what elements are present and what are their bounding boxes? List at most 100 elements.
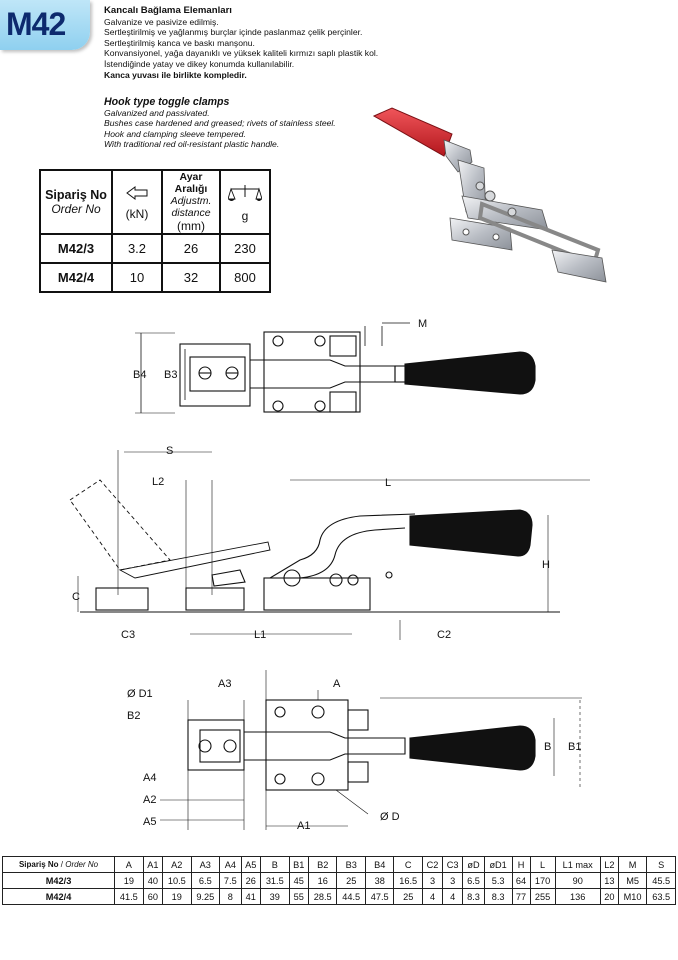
- dims-cell: 7.5: [219, 872, 242, 889]
- spec-header-order-tr: Sipariş No: [45, 188, 107, 202]
- model-badge: M42: [0, 0, 90, 50]
- dimensions-table: Sipariş No / Order No A A1 A2 A3 A4 A5 B…: [1, 856, 676, 905]
- dim-label-a4: A4: [143, 772, 156, 784]
- dim-label-b1: B1: [568, 741, 581, 753]
- dim-label-a1: A1: [297, 820, 310, 832]
- dims-header-cell: øD: [462, 856, 485, 873]
- dims-cell: 255: [529, 888, 556, 905]
- description-en-line: Bushes case hardened and greased; rivets…: [104, 118, 336, 129]
- dims-cell: 55: [288, 888, 309, 905]
- dims-header-cell: S: [646, 856, 676, 873]
- dims-cell: 39: [260, 888, 290, 905]
- dims-cell: 3: [421, 872, 444, 889]
- dim-label-l1: L1: [254, 629, 266, 641]
- dims-cell: 40: [142, 872, 164, 889]
- dims-cell: 60: [142, 888, 164, 905]
- spec-cell-force: 3.2: [111, 233, 163, 264]
- spec-header-adjust-en2: distance: [171, 207, 211, 219]
- dims-header-cell: B1: [288, 856, 309, 873]
- dim-label-a: A: [333, 678, 341, 690]
- technical-drawings: M B4 B3 S L2 L H C C3 L1 C2 A3 A Ø D1 B2…: [69, 318, 590, 832]
- dims-header-cell: M: [617, 856, 648, 873]
- dims-cell: 45: [288, 872, 309, 889]
- description-tr-line: Sertleştirilmiş ve yağlanmış burçlar içi…: [104, 27, 363, 38]
- description-tr: Kancalı Bağlama Elemanları Galvanize ve …: [104, 5, 404, 80]
- spec-cell-weight: 230: [219, 233, 271, 264]
- dim-label-c2: C2: [437, 629, 451, 641]
- description-tr-line: Sertleştirilmiş kanca ve baskı manşonu.: [104, 37, 255, 48]
- dim-label-l: L: [385, 477, 391, 489]
- spec-cell-force: 10: [111, 262, 163, 293]
- dims-header-row: Sipariş No / Order No A A1 A2 A3 A4 A5 B…: [1, 856, 676, 873]
- dims-header-cell: A4: [219, 856, 242, 873]
- dim-label-b3: B3: [164, 369, 177, 381]
- dims-header-cell: C2: [421, 856, 444, 873]
- spec-cell-adjust: 32: [161, 262, 221, 293]
- dims-header-order-sep: /: [58, 860, 66, 869]
- dims-header-cell: L2: [599, 856, 619, 873]
- dims-cell: 45.5: [646, 872, 676, 889]
- spec-header-adjust-en1: Adjustm.: [170, 195, 212, 207]
- dims-row: M42/4 41.5 60 19 9.25 8 41 39 55 28.5 44…: [1, 888, 676, 905]
- dims-cell: 3: [442, 872, 464, 889]
- dims-cell: 38: [364, 872, 395, 889]
- dims-cell: M5: [617, 872, 648, 889]
- dims-cell: 6.5: [462, 872, 485, 889]
- dims-cell: 16.5: [393, 872, 423, 889]
- spec-table: Sipariş No Order No (kN) Ayar Aralığı Ad…: [39, 169, 271, 293]
- dims-cell-model: M42/4: [1, 888, 116, 905]
- dims-header-cell: C: [393, 856, 423, 873]
- spec-row: M42/3 3.2 26 230: [39, 233, 271, 264]
- dim-label-c3: C3: [121, 629, 135, 641]
- dims-cell: 5.3: [483, 872, 513, 889]
- dim-label-b4: B4: [133, 369, 146, 381]
- balance-scale-icon: [228, 185, 262, 201]
- dims-cell: 28.5: [307, 888, 338, 905]
- dims-header-cell: øD1: [483, 856, 513, 873]
- dims-header-cell: A: [114, 856, 144, 873]
- dims-cell: 77: [511, 888, 531, 905]
- model-title: M42: [6, 6, 66, 42]
- dim-label-d: Ø D: [380, 811, 400, 823]
- dims-cell-model: M42/3: [1, 872, 116, 889]
- dims-header-cell: A1: [142, 856, 164, 873]
- dims-cell: 64: [511, 872, 531, 889]
- description-tr-last: Kanca yuvası ile birlikte kompledir.: [104, 69, 247, 80]
- dim-label-s: S: [166, 445, 173, 457]
- dims-cell: 20: [599, 888, 619, 905]
- dims-cell: 19: [162, 888, 192, 905]
- description-tr-title: Kancalı Bağlama Elemanları: [104, 5, 232, 16]
- dims-cell: 47.5: [364, 888, 395, 905]
- dims-row: M42/3 19 40 10.5 6.5 7.5 26 31.5 45 16 2…: [1, 872, 676, 889]
- dims-cell: 90: [554, 872, 601, 889]
- description-tr-line: Galvanize ve pasivize edilmiş.: [104, 16, 219, 27]
- dim-label-a5: A5: [143, 816, 156, 828]
- dims-cell: 8.3: [462, 888, 485, 905]
- spec-cell-model: M42/3: [39, 233, 113, 264]
- dims-cell: 136: [554, 888, 601, 905]
- description-en-line: With traditional red oil-resistant plast…: [104, 139, 280, 150]
- dims-header-cell: A3: [190, 856, 221, 873]
- dims-cell: 41.5: [114, 888, 144, 905]
- dims-header-order: Sipariş No / Order No: [1, 856, 116, 873]
- dims-cell: 26: [240, 872, 262, 889]
- description-tr-line: Konvansiyonel, yağa dayanıklı ve yüksek …: [104, 48, 379, 59]
- dims-cell: 8.3: [483, 888, 513, 905]
- dim-label-h: H: [542, 559, 550, 571]
- spec-header-adjust-tr: Ayar Aralığı: [174, 171, 208, 195]
- dim-label-m: M: [418, 318, 427, 330]
- description-tr-line: İstendiğinde yatay ve dikey konumda kull…: [104, 58, 295, 69]
- dims-header-cell: B2: [307, 856, 338, 873]
- description-en: Hook type toggle clamps Galvanized and p…: [104, 97, 404, 150]
- dims-cell: 4: [442, 888, 464, 905]
- dims-cell: 4: [421, 888, 444, 905]
- description-en-title: Hook type toggle clamps: [104, 96, 230, 108]
- dim-label-d1: Ø D1: [127, 688, 153, 700]
- dim-label-b: B: [544, 741, 551, 753]
- spec-header-adjust-unit: (mm): [177, 219, 205, 233]
- dims-cell: 63.5: [646, 888, 676, 905]
- dim-label-a2: A2: [143, 794, 156, 806]
- dims-header-order-en: Order No: [65, 860, 99, 869]
- dims-header-order-tr: Sipariş No: [18, 860, 59, 869]
